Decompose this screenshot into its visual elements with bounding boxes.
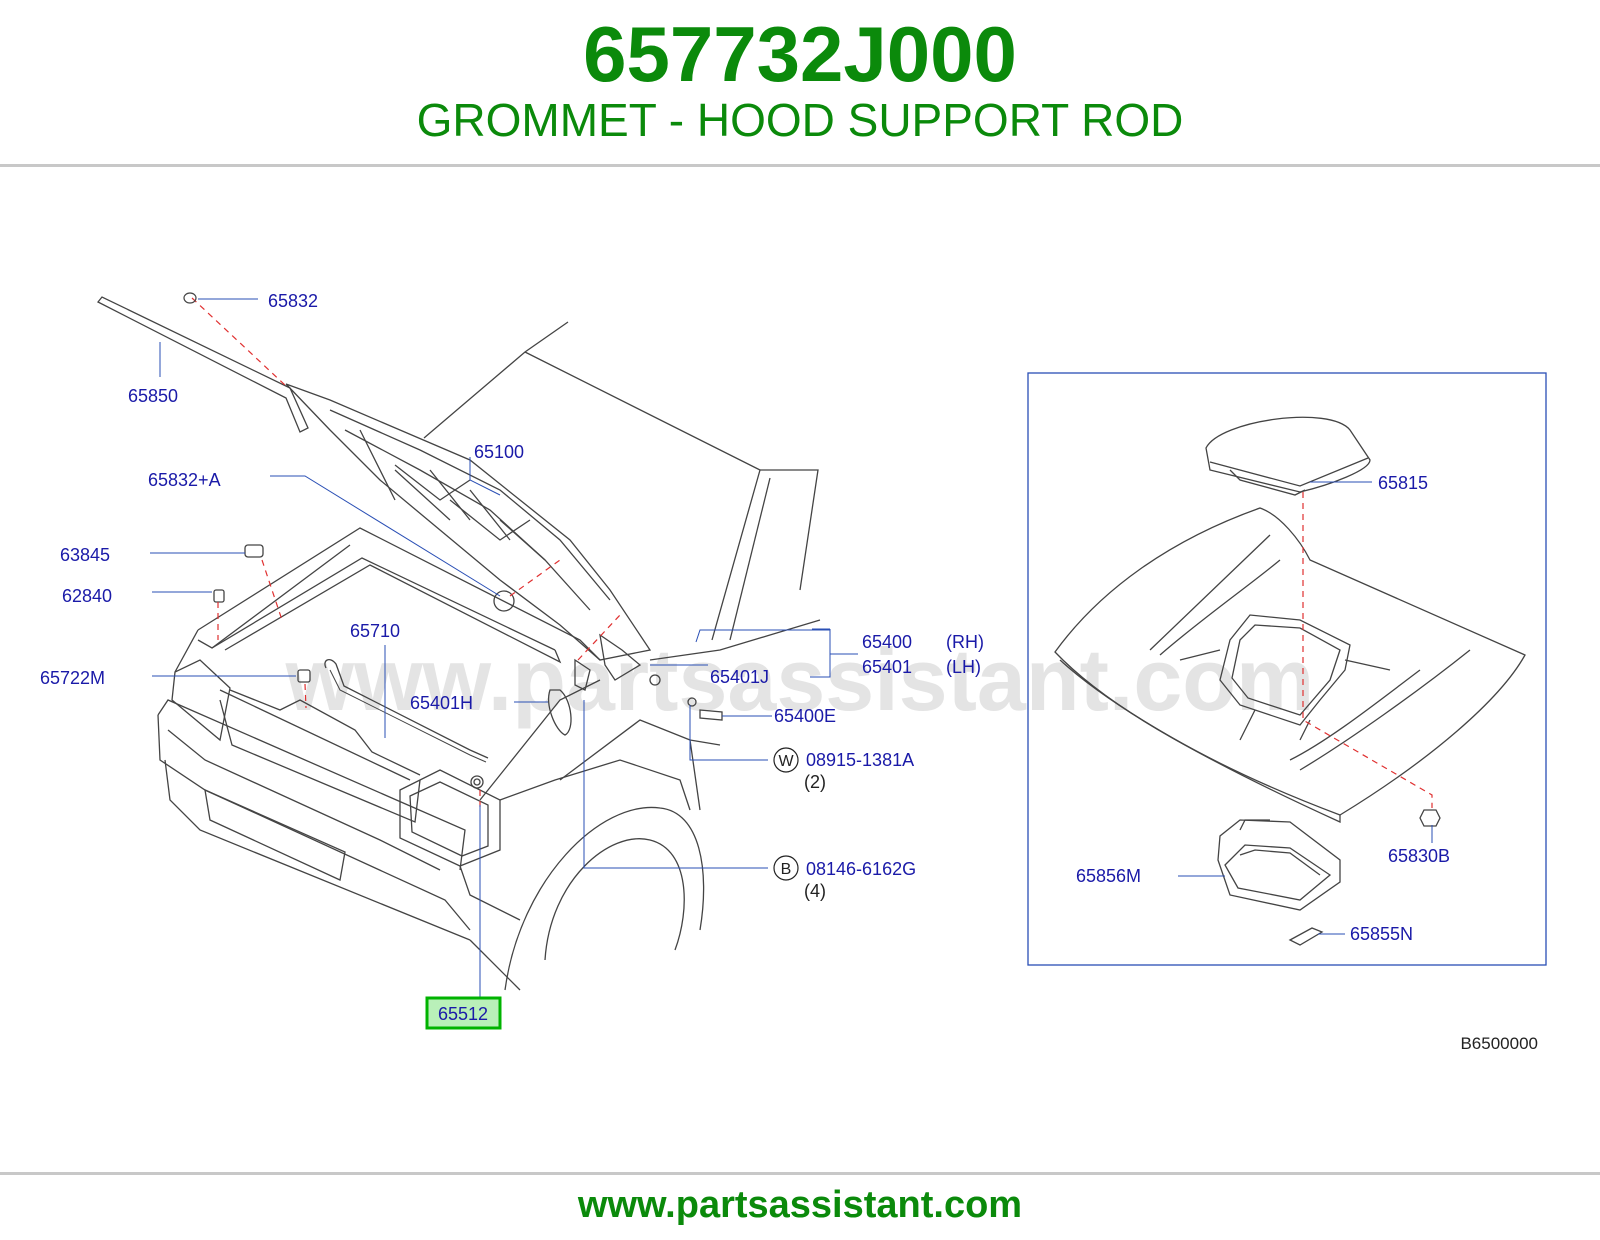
diagram-code: B6500000 xyxy=(1460,1034,1538,1053)
b-symbol-circle xyxy=(773,855,799,881)
callout-65100[interactable]: 65100 xyxy=(474,442,524,462)
callout-65855n[interactable]: 65855N xyxy=(1350,924,1413,944)
callout-62840[interactable]: 62840 xyxy=(62,586,112,606)
header-divider xyxy=(0,164,1600,167)
callout-65832-a[interactable]: 65832+A xyxy=(148,470,221,490)
callout-labels: 65832 65850 65100 65832+A 63845 62840 65… xyxy=(40,291,1450,944)
callout-08146[interactable]: 08146-6162G xyxy=(806,859,916,879)
footer-divider xyxy=(0,1172,1600,1175)
callout-65830b[interactable]: 65830B xyxy=(1388,846,1450,866)
callout-65722m[interactable]: 65722M xyxy=(40,668,105,688)
callout-65400[interactable]: 65400 xyxy=(862,632,912,652)
callout-65850[interactable]: 65850 xyxy=(128,386,178,406)
w-symbol-circle xyxy=(773,747,799,773)
vehicle-front-drawing xyxy=(96,296,821,991)
callout-65710[interactable]: 65710 xyxy=(350,621,400,641)
part-number-title: 657732J000 xyxy=(583,10,1017,98)
callout-65401j[interactable]: 65401J xyxy=(710,667,769,687)
page-header: 657732J000 GROMMET - HOOD SUPPORT ROD xyxy=(0,0,1600,168)
callout-65512[interactable]: 65512 xyxy=(438,1004,488,1024)
part-65832-symbol xyxy=(183,292,197,304)
callout-65400e[interactable]: 65400E xyxy=(774,706,836,726)
callout-rh: (RH) xyxy=(946,632,984,652)
callout-65856m[interactable]: 65856M xyxy=(1076,866,1141,886)
callout-leaders xyxy=(150,298,1433,1000)
callout-65401[interactable]: 65401 xyxy=(862,657,912,677)
vehicle-dashed-lines xyxy=(191,297,621,810)
callout-qty2: (2) xyxy=(804,772,826,792)
inset-frame xyxy=(1027,372,1547,966)
callout-qty4: (4) xyxy=(804,881,826,901)
w-symbol: W xyxy=(778,753,794,770)
b-symbol: B xyxy=(781,861,792,878)
callout-63845[interactable]: 63845 xyxy=(60,545,110,565)
footer-website-link[interactable]: www.partsassistant.com xyxy=(577,1184,1023,1226)
inset-dashed-line xyxy=(1302,492,1433,808)
part-name-subtitle: GROMMET - HOOD SUPPORT ROD xyxy=(416,94,1184,146)
circled-symbols: W B xyxy=(773,747,799,881)
callout-08915[interactable]: 08915-1381A xyxy=(806,750,914,770)
highlight-box xyxy=(425,996,502,1030)
callout-65401h[interactable]: 65401H xyxy=(410,693,473,713)
highlighted-part-callout[interactable]: 65512 xyxy=(425,996,502,1030)
inset-hood-drawing xyxy=(1054,416,1526,946)
callout-lh: (LH) xyxy=(946,657,981,677)
callout-65815[interactable]: 65815 xyxy=(1378,473,1428,493)
watermark-text: www.partsassistant.com xyxy=(285,630,1315,729)
callout-65832[interactable]: 65832 xyxy=(268,291,318,311)
